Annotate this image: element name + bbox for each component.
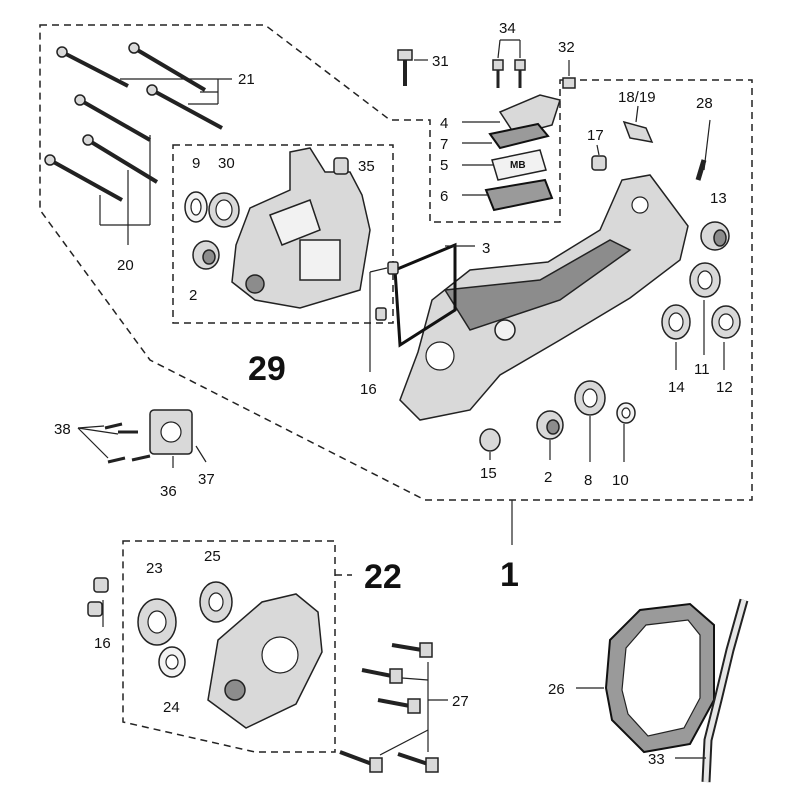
callout-38: 38 bbox=[54, 421, 71, 438]
crankcase-main bbox=[399, 174, 689, 421]
callout-7: 7 bbox=[440, 136, 448, 153]
leader-1819 bbox=[635, 105, 639, 123]
callout-36: 36 bbox=[160, 483, 177, 500]
bushing-2-left bbox=[192, 240, 220, 270]
leaders-bottom bbox=[489, 416, 625, 462]
seal-24 bbox=[158, 646, 186, 678]
callout-2-left: 2 bbox=[189, 287, 197, 304]
nut-32 bbox=[562, 77, 576, 89]
bushing-2-right bbox=[536, 410, 564, 440]
callout-31: 31 bbox=[432, 53, 449, 70]
callout-2-right: 2 bbox=[544, 469, 552, 486]
reed-label: MB bbox=[510, 160, 526, 171]
plug-17 bbox=[591, 155, 607, 171]
callout-26: 26 bbox=[548, 681, 565, 698]
callout-17: 17 bbox=[587, 127, 604, 144]
callout-13: 13 bbox=[710, 190, 727, 207]
hose-33 bbox=[701, 598, 749, 783]
gasket-3 bbox=[393, 242, 457, 348]
bolts-27 bbox=[339, 642, 439, 773]
leaders-27 bbox=[379, 662, 448, 756]
callout-12: 12 bbox=[716, 379, 733, 396]
callout-8: 8 bbox=[584, 472, 592, 489]
callout-6: 6 bbox=[440, 188, 448, 205]
callout-29: 29 bbox=[248, 350, 286, 388]
reed-valve-stack: MB bbox=[484, 94, 561, 212]
callout-20: 20 bbox=[117, 257, 134, 274]
leaders-4-7 bbox=[462, 121, 500, 196]
callout-23: 23 bbox=[146, 560, 163, 577]
dowel-35 bbox=[333, 157, 349, 175]
callout-32: 32 bbox=[558, 39, 575, 56]
callout-18-19: 18/19 bbox=[618, 89, 656, 106]
screw-28 bbox=[695, 119, 711, 181]
bearing-11 bbox=[689, 262, 721, 298]
leaders-20 bbox=[99, 135, 151, 245]
dowels-16-top bbox=[369, 261, 399, 372]
bearing-25 bbox=[199, 581, 233, 623]
leaders-11-14 bbox=[675, 300, 725, 370]
dowels-16-bottom bbox=[87, 577, 109, 617]
cover-22 bbox=[207, 593, 323, 729]
group-29-outline bbox=[172, 144, 394, 324]
callout-15: 15 bbox=[480, 465, 497, 482]
callout-21: 21 bbox=[238, 71, 255, 88]
stud-bolts bbox=[44, 42, 223, 202]
callout-33: 33 bbox=[648, 751, 665, 768]
callout-16-top: 16 bbox=[360, 381, 377, 398]
screws-34 bbox=[492, 59, 526, 88]
callout-34: 34 bbox=[499, 20, 516, 37]
callout-30: 30 bbox=[218, 155, 235, 172]
leader-37 bbox=[195, 445, 207, 463]
callout-16-bottom: 16 bbox=[94, 635, 111, 652]
callout-4: 4 bbox=[440, 115, 448, 132]
sensor-18-19 bbox=[622, 120, 654, 143]
bearing-30 bbox=[208, 192, 240, 228]
leaders-21 bbox=[120, 78, 232, 105]
cover-half-29 bbox=[231, 147, 371, 309]
callout-22: 22 bbox=[364, 558, 402, 596]
callout-37: 37 bbox=[198, 471, 215, 488]
group-1-outline bbox=[39, 24, 753, 501]
leaders-34 bbox=[497, 39, 521, 59]
bearing-8 bbox=[574, 380, 606, 416]
bearing-12 bbox=[711, 305, 741, 339]
intake-manifold-36 bbox=[149, 409, 193, 455]
callout-27: 27 bbox=[452, 693, 469, 710]
callout-25: 25 bbox=[204, 548, 221, 565]
callout-10: 10 bbox=[612, 472, 629, 489]
callout-9: 9 bbox=[192, 155, 200, 172]
callout-14: 14 bbox=[668, 379, 685, 396]
callout-5: 5 bbox=[440, 157, 448, 174]
screws-38 bbox=[77, 422, 151, 464]
callout-28: 28 bbox=[696, 95, 713, 112]
bushing-15 bbox=[479, 428, 501, 452]
gasket-26 bbox=[604, 602, 715, 754]
callout-1: 1 bbox=[500, 556, 519, 594]
bearing-9 bbox=[184, 191, 208, 223]
seal-10 bbox=[616, 402, 636, 424]
leader-17 bbox=[596, 144, 600, 156]
callout-24: 24 bbox=[163, 699, 180, 716]
callout-11: 11 bbox=[694, 361, 710, 378]
group-22-outline bbox=[122, 540, 336, 753]
bushing-13 bbox=[700, 221, 730, 251]
callout-35: 35 bbox=[358, 158, 375, 175]
bearing-23 bbox=[137, 598, 177, 646]
callout-3: 3 bbox=[482, 240, 490, 257]
bolt-31 bbox=[397, 49, 413, 86]
bearing-14 bbox=[661, 304, 691, 340]
